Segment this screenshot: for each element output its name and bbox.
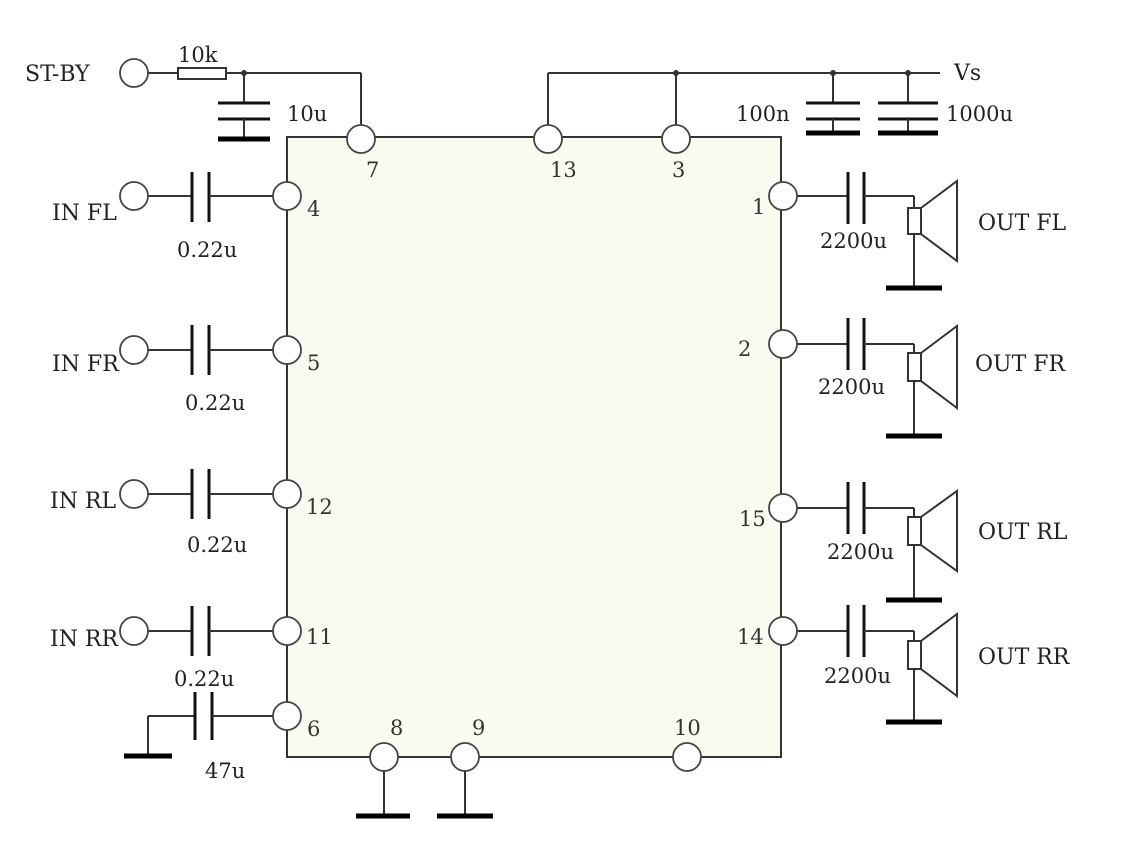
pin-13-label: 13 xyxy=(550,158,577,182)
pin-9-marker xyxy=(450,742,480,772)
pin-1-label: 1 xyxy=(752,195,765,219)
in-fl-cap-value: 0.22u xyxy=(177,238,237,262)
resistor-value: 10k xyxy=(178,43,218,67)
vs-cap1-value: 100n xyxy=(736,102,790,126)
speaker-icon xyxy=(907,489,958,573)
pin-9-label: 9 xyxy=(472,716,485,740)
pin-5-marker xyxy=(272,335,302,365)
pin-5-label: 5 xyxy=(307,351,320,375)
stby-label: ST-BY xyxy=(25,62,90,87)
pin-12-marker xyxy=(272,479,302,509)
out-rr-label: OUT RR xyxy=(978,645,1071,670)
pin-14-marker xyxy=(768,616,798,646)
pin-10-label: 10 xyxy=(674,716,701,740)
in-fr-cap-value: 0.22u xyxy=(185,391,245,415)
pin-8-marker xyxy=(369,742,399,772)
out-rr-cap-value: 2200u xyxy=(824,664,891,688)
pin-7-marker xyxy=(346,124,376,154)
out-fr-cap-value: 2200u xyxy=(818,375,885,399)
speaker-icon xyxy=(907,179,958,263)
stby-terminal xyxy=(119,58,149,88)
svr-network xyxy=(124,692,273,759)
pin-13-marker xyxy=(533,124,563,154)
out-rl-label: OUT RL xyxy=(978,520,1068,545)
vs-rail xyxy=(547,70,940,136)
svr-cap-value: 47u xyxy=(205,759,245,783)
pin-14-label: 14 xyxy=(737,625,764,649)
pin-8-label: 8 xyxy=(390,716,403,740)
bottom-grounds xyxy=(356,771,493,819)
in-rr-label: IN RR xyxy=(50,627,119,652)
in-rl-terminal xyxy=(119,479,149,509)
pin-11-label: 11 xyxy=(306,625,333,649)
pin-15-marker xyxy=(768,493,798,523)
input-rr-network xyxy=(119,606,273,656)
standby-network xyxy=(119,58,362,142)
pin-6-marker xyxy=(272,701,302,731)
pin-1-marker xyxy=(768,181,798,211)
in-rl-label: IN RL xyxy=(50,489,116,514)
out-fl-label: OUT FL xyxy=(978,211,1067,236)
pin-4-marker xyxy=(272,181,302,211)
output-rr-network xyxy=(797,605,958,725)
out-rl-cap-value: 2200u xyxy=(827,540,894,564)
output-fl-network xyxy=(797,172,958,291)
input-fl-network xyxy=(119,172,273,222)
speaker-icon xyxy=(907,324,958,410)
pin-2-label: 2 xyxy=(738,337,751,361)
in-fr-label: IN FR xyxy=(52,352,120,377)
stby-cap-value: 10u xyxy=(287,102,327,126)
output-rl-network xyxy=(797,482,958,603)
in-fr-terminal xyxy=(119,335,149,365)
in-rr-cap-value: 0.22u xyxy=(174,667,234,691)
input-rl-network xyxy=(119,469,273,519)
vs-label: Vs xyxy=(953,61,981,86)
pin-11-marker xyxy=(272,616,302,646)
pin-10-marker xyxy=(672,742,702,772)
pin-12-label: 12 xyxy=(306,495,333,519)
pin-4-label: 4 xyxy=(307,197,320,221)
pin-3-label: 3 xyxy=(672,158,685,182)
speaker-icon xyxy=(907,612,958,698)
in-rr-terminal xyxy=(119,616,149,646)
pin-6-label: 6 xyxy=(307,717,320,741)
vs-cap2-value: 1000u xyxy=(946,102,1013,126)
out-fr-label: OUT FR xyxy=(975,352,1067,377)
in-fl-terminal xyxy=(119,181,149,211)
pin-7-label: 7 xyxy=(366,158,379,182)
pin-15-label: 15 xyxy=(739,507,766,531)
input-fr-network xyxy=(119,325,273,375)
junction-dot xyxy=(673,70,679,76)
pin-markers xyxy=(272,124,798,772)
output-fr-network xyxy=(797,318,958,439)
ic-body xyxy=(286,136,782,758)
out-fl-cap-value: 2200u xyxy=(820,229,887,253)
pin-2-marker xyxy=(768,329,798,359)
in-fl-label: IN FL xyxy=(52,201,117,226)
resistor-10k xyxy=(177,67,227,80)
in-rl-cap-value: 0.22u xyxy=(187,533,247,557)
pin-3-marker xyxy=(661,124,691,154)
